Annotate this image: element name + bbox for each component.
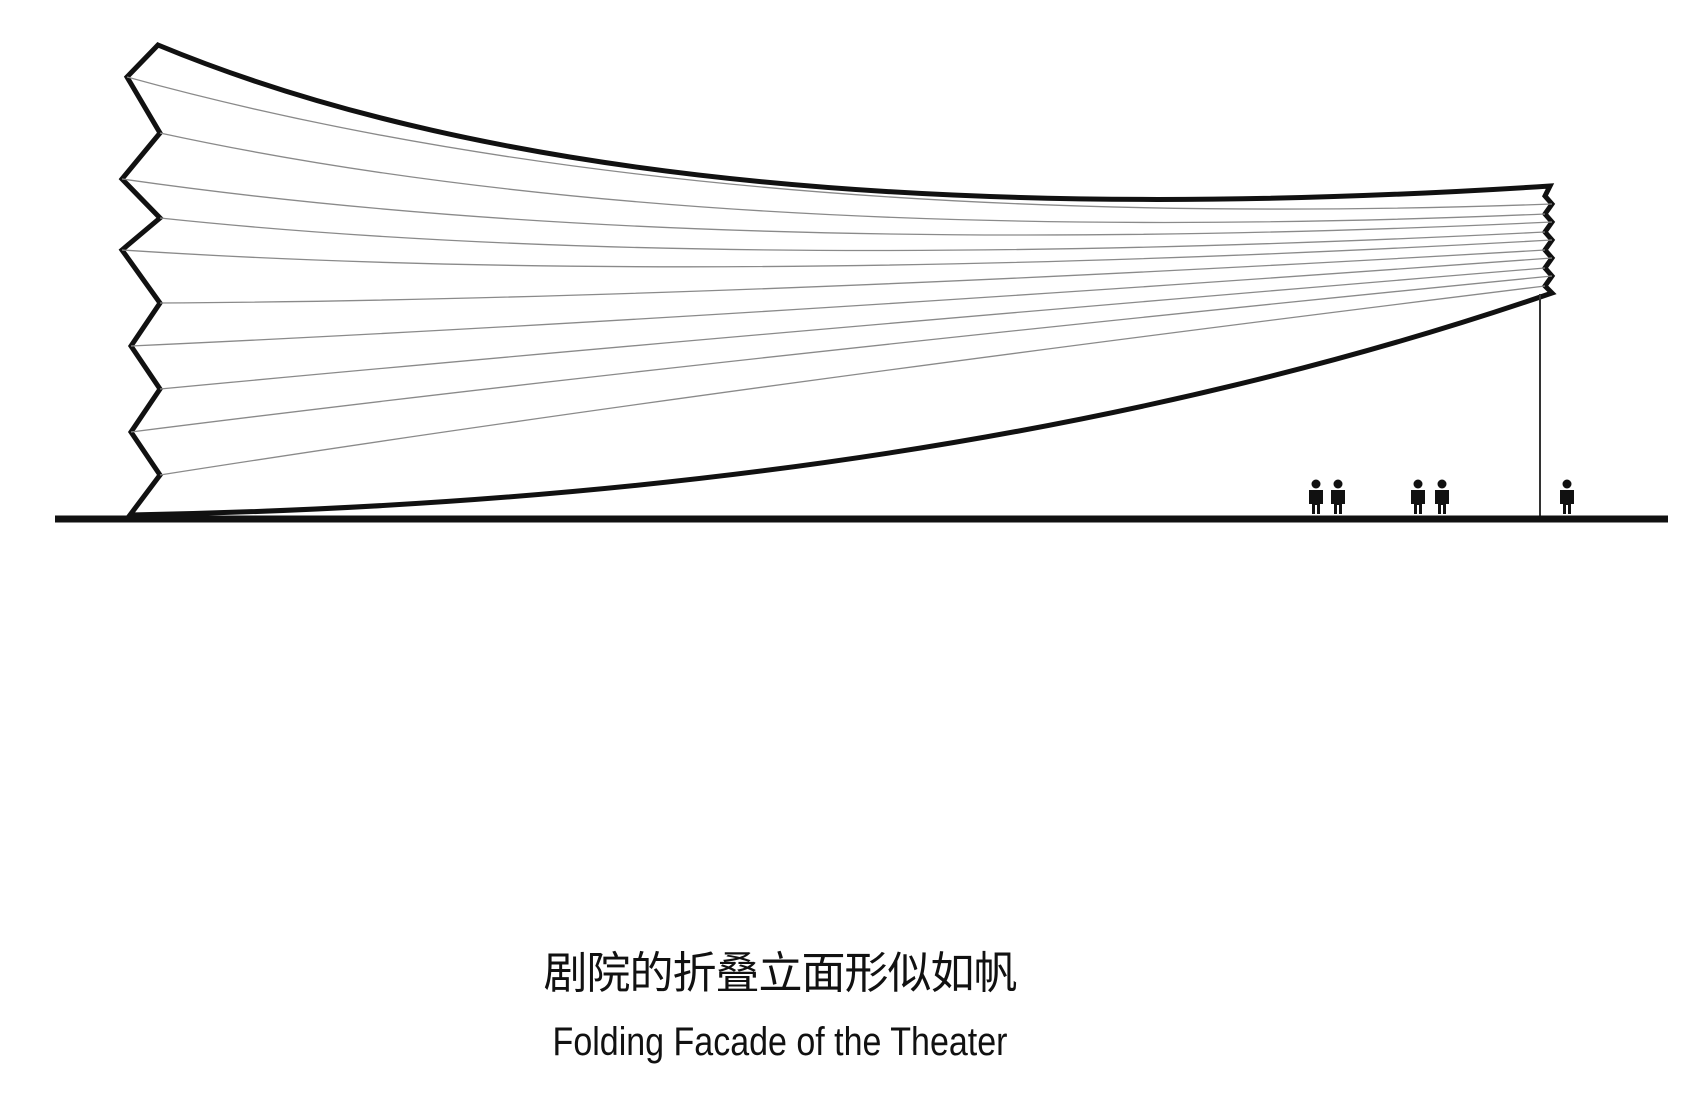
caption: 剧院的折叠立面形似如帆 Folding Facade of the Theate…: [0, 948, 1560, 1065]
person-icon: [1309, 479, 1323, 514]
fold-line: [159, 217, 1546, 252]
fold-line: [121, 239, 1553, 268]
fold-line: [130, 257, 1553, 347]
folding-facade: [118, 42, 1557, 518]
fold-line: [130, 275, 1553, 433]
fold-lines: [121, 76, 1553, 476]
fold-line: [121, 178, 1553, 236]
fold-line: [159, 267, 1546, 390]
people-group: [1309, 479, 1574, 514]
fold-line: [159, 285, 1546, 476]
caption-title-en: Folding Facade of the Theater: [552, 1020, 1008, 1065]
person-icon: [1331, 479, 1345, 514]
caption-title-cn: 剧院的折叠立面形似如帆: [543, 948, 1018, 999]
person-icon: [1411, 479, 1425, 514]
person-icon: [1560, 479, 1574, 514]
fold-line: [159, 249, 1546, 304]
person-icon: [1435, 479, 1449, 514]
fold-line: [126, 76, 1553, 210]
fold-line: [159, 132, 1546, 224]
